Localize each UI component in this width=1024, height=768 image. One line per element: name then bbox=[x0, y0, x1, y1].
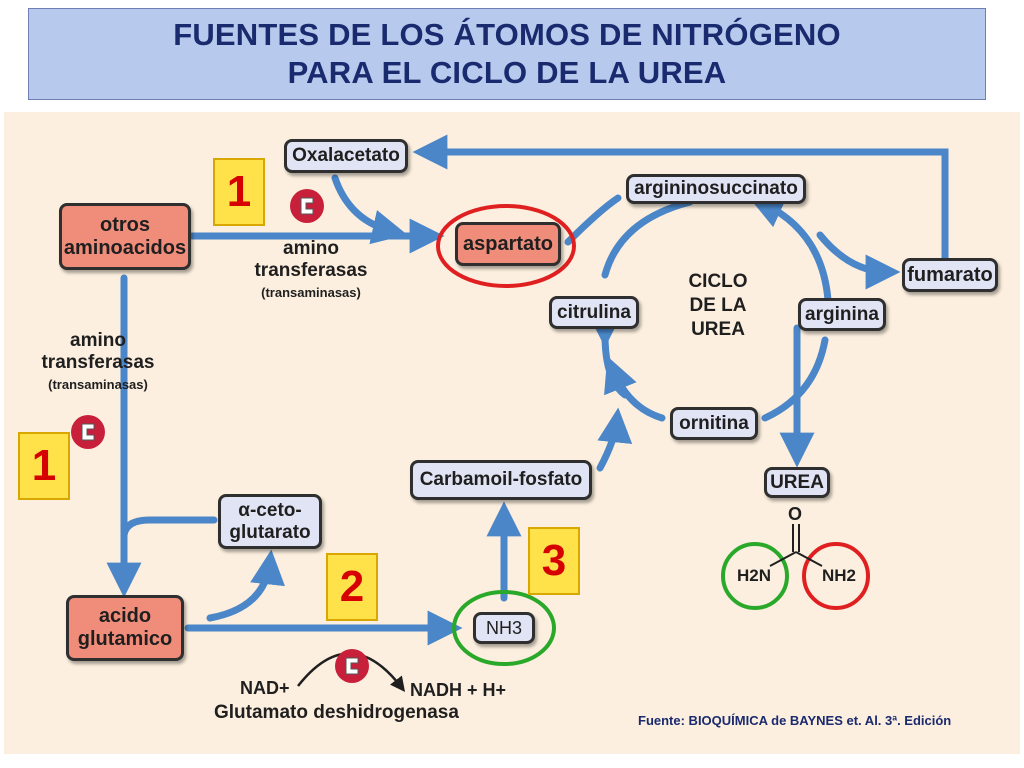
glutamato-dh-label: Glutamato deshidrogenasa bbox=[214, 702, 459, 723]
enzyme-icon bbox=[290, 189, 324, 223]
amino-left-label: amino bbox=[70, 330, 126, 351]
marker-3: 3 bbox=[528, 527, 580, 595]
node-citrulina: citrulina bbox=[549, 296, 639, 329]
title-line-1: FUENTES DE LOS ÁTOMOS DE NITRÓGENO bbox=[173, 17, 841, 52]
node-acido-glutamico-line2: glutamico bbox=[77, 628, 173, 650]
transaminasas-top-label: (transaminasas) bbox=[261, 285, 361, 300]
urea-left-amine: H2N bbox=[737, 566, 772, 585]
node-carbamoil-fosfato: Carbamoil-fosfato bbox=[410, 460, 592, 500]
transaminasas-left-label: (transaminasas) bbox=[48, 377, 148, 392]
nadh-label: NADH + H+ bbox=[410, 680, 507, 700]
marker-2: 2 bbox=[326, 553, 378, 621]
title-banner: FUENTES DE LOS ÁTOMOS DE NITRÓGENO PARA … bbox=[28, 8, 986, 100]
marker-1-top: 1 bbox=[213, 158, 265, 226]
node-fumarato: fumarato bbox=[902, 258, 998, 292]
nad-label: NAD+ bbox=[240, 678, 290, 698]
node-otros-aminoacidos-line2: aminoacidos bbox=[63, 236, 187, 259]
enzyme-label-left: amino transferasas (transaminasas) bbox=[36, 330, 160, 396]
source-citation: Fuente: BIOQUÍMICA de BAYNES et. Al. 3ª.… bbox=[638, 713, 952, 728]
cycle-label-line3: UREA bbox=[691, 319, 745, 340]
node-ornitina: ornitina bbox=[670, 407, 758, 440]
node-otros-aminoacidos: otros aminoacidos bbox=[59, 203, 191, 270]
marker-1-left: 1 bbox=[18, 432, 70, 500]
node-alfa-ceto-line2: glutarato bbox=[229, 521, 311, 543]
enzyme-icon bbox=[71, 415, 105, 449]
node-argininosuccinato: argininosuccinato bbox=[626, 174, 806, 204]
enzyme-label-top: amino transferasas (transaminasas) bbox=[246, 238, 376, 304]
amino-top-label: amino bbox=[283, 238, 339, 259]
transferasas-left-label: transferasas bbox=[41, 352, 155, 373]
transferasas-top-label: transferasas bbox=[254, 260, 368, 281]
enzyme-icon bbox=[335, 649, 369, 683]
title-line-2: PARA EL CICLO DE LA UREA bbox=[287, 55, 727, 90]
node-acido-glutamico: acido glutamico bbox=[66, 595, 184, 661]
node-oxalacetato: Oxalacetato bbox=[284, 139, 408, 173]
node-alfa-ceto-line1: α-ceto- bbox=[238, 499, 302, 521]
urea-oxygen: O bbox=[788, 504, 803, 524]
urea-right-amine: NH2 bbox=[822, 566, 857, 585]
cycle-label-line1: CICLO bbox=[688, 271, 748, 292]
cycle-label: CICLO DE LA UREA bbox=[676, 270, 760, 342]
node-nh3: NH3 bbox=[473, 612, 535, 644]
cycle-label-line2: DE LA bbox=[689, 295, 747, 316]
node-otros-aminoacidos-line1: otros bbox=[100, 213, 150, 236]
node-acido-glutamico-line1: acido bbox=[98, 605, 152, 627]
node-arginina: arginina bbox=[798, 298, 886, 331]
node-urea: UREA bbox=[764, 467, 830, 498]
node-aspartato: aspartato bbox=[455, 222, 561, 266]
node-alfa-cetoglutarato: α-ceto- glutarato bbox=[218, 494, 322, 549]
